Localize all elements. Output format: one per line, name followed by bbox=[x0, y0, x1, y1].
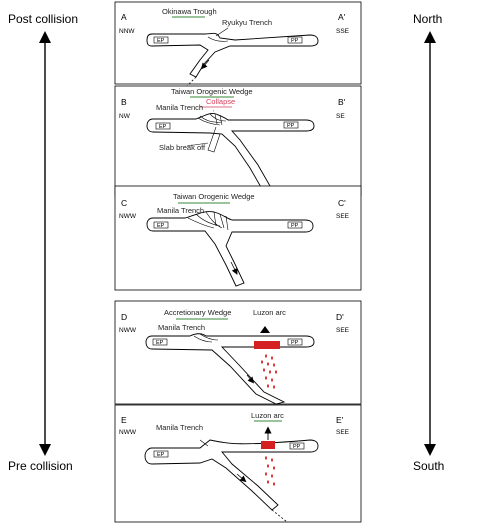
luzon-arc-label-e: Luzon arc bbox=[251, 411, 284, 420]
arrow-up-icon bbox=[39, 31, 51, 43]
manila-trench-label-b: Manila Trench bbox=[156, 103, 203, 112]
arrow-down-icon bbox=[424, 444, 436, 456]
manila-trench-label-c: Manila Trench bbox=[157, 206, 204, 215]
panel-d-ep-label: EP bbox=[156, 340, 164, 346]
panel-b-ep-label: EP bbox=[159, 124, 167, 130]
direction-axis-right: North South bbox=[413, 12, 444, 473]
taiwan-orogenic-wedge-label-b: Taiwan Orogenic Wedge bbox=[171, 87, 253, 96]
arrow-up-icon bbox=[424, 31, 436, 43]
panel-e: E NWW E' SEE Manila Trench Luzon arc EP … bbox=[114, 404, 362, 523]
panel-a-boundary bbox=[207, 36, 229, 42]
panel-e-frame bbox=[114, 404, 362, 523]
panel-c-right-label: C' bbox=[338, 198, 346, 208]
taiwan-orogenic-wedge-label-c: Taiwan Orogenic Wedge bbox=[173, 192, 255, 201]
luzon-arc-volcano-icon bbox=[260, 326, 270, 333]
panel-b-pp-label: PP bbox=[287, 123, 295, 129]
manila-trench-label-d: Manila Trench bbox=[158, 323, 205, 332]
time-axis-left: Post collision Pre collision bbox=[8, 12, 78, 473]
manila-trench-label-e: Manila Trench bbox=[156, 423, 203, 432]
panel-e-plates bbox=[144, 439, 319, 511]
magma-droplets-d bbox=[261, 354, 277, 389]
panel-b-pp-box bbox=[283, 121, 299, 129]
panel-b-frame bbox=[114, 85, 362, 197]
panel-d-wedge-deformation bbox=[193, 333, 219, 343]
panel-a: A NNW A' SSE Okinawa Trough Ryukyu Trenc… bbox=[114, 1, 362, 89]
panel-d-frame bbox=[114, 300, 362, 405]
pre-collision-label: Pre collision bbox=[8, 459, 73, 473]
panel-b-plates bbox=[146, 113, 315, 197]
panel-c-ep-box bbox=[153, 221, 169, 229]
north-label: North bbox=[413, 12, 442, 26]
panel-e-pp-label: PP bbox=[293, 444, 301, 450]
panel-e-pp-box bbox=[289, 442, 305, 450]
panel-a-ep-box bbox=[153, 36, 169, 44]
panel-b-wedge-deformation bbox=[197, 113, 227, 126]
panel-c-left-label: C bbox=[121, 198, 127, 208]
panel-e-right-label: E' bbox=[336, 415, 344, 425]
south-label: South bbox=[413, 459, 444, 473]
slab-break-off-label: Slab break off bbox=[159, 143, 206, 152]
panel-a-subduction-arrow bbox=[200, 59, 210, 70]
ryukyu-trench-label: Ryukyu Trench bbox=[222, 18, 272, 27]
post-collision-label: Post collision bbox=[8, 12, 78, 26]
panel-a-pp-label: PP bbox=[291, 38, 299, 44]
panel-a-right-label: A' bbox=[338, 12, 346, 22]
magma-chamber-d bbox=[254, 341, 280, 349]
panel-b-broken-slab bbox=[207, 126, 221, 153]
panel-d-ep-box bbox=[152, 338, 168, 346]
panel-d-plates bbox=[145, 333, 315, 405]
panel-d-left-label: D bbox=[121, 312, 127, 322]
panel-a-ep-label: EP bbox=[157, 38, 165, 44]
panel-a-pp-box bbox=[287, 36, 303, 44]
panel-a-left-label: A bbox=[121, 12, 127, 22]
luzon-arc-label-d: Luzon arc bbox=[253, 308, 286, 317]
panel-c: C NWW C' SEE Taiwan Orogenic Wedge Manil… bbox=[114, 185, 362, 291]
panel-c-frame bbox=[114, 185, 362, 291]
slab-break-pointer bbox=[186, 142, 209, 147]
panel-b: B NW B' SE Taiwan Orogenic Wedge Collaps… bbox=[114, 85, 362, 197]
panel-a-right-dir: SSE bbox=[336, 28, 350, 35]
panel-b-right-dir: SE bbox=[336, 113, 345, 120]
panel-d-pp-label: PP bbox=[291, 340, 299, 346]
panel-d-left-dir: NWW bbox=[119, 327, 137, 334]
panel-e-right-dir: SEE bbox=[336, 429, 350, 436]
panel-e-ep-box bbox=[153, 450, 169, 458]
magma-droplets-e bbox=[265, 456, 275, 486]
panel-d-subduction-arrow bbox=[246, 374, 255, 384]
panel-c-pp-box bbox=[287, 221, 303, 229]
panel-c-subduction-arrow bbox=[230, 261, 238, 275]
arrow-down-icon bbox=[39, 444, 51, 456]
panel-d-right-label: D' bbox=[336, 312, 344, 322]
panel-e-ep-label: EP bbox=[157, 452, 165, 458]
panel-c-right-dir: SEE bbox=[336, 213, 350, 220]
collapse-label: Collapse bbox=[206, 97, 235, 106]
panel-d-right-dir: SEE bbox=[336, 327, 350, 334]
panel-e-slab-dashed bbox=[271, 509, 288, 523]
panel-a-plates bbox=[146, 32, 319, 78]
panel-a-frame bbox=[114, 1, 362, 85]
panel-e-subduction-arrow bbox=[236, 473, 247, 483]
collapse-dashed bbox=[212, 109, 215, 113]
panel-e-left-label: E bbox=[121, 415, 127, 425]
panel-c-pp-label: PP bbox=[291, 223, 299, 229]
panel-d-pp-box bbox=[287, 338, 303, 346]
panel-b-ep-box bbox=[155, 122, 171, 130]
panel-e-left-dir: NWW bbox=[119, 429, 137, 436]
accretionary-wedge-label: Accretionary Wedge bbox=[164, 308, 231, 317]
panel-c-left-dir: NWW bbox=[119, 213, 137, 220]
panel-d: D NWW D' SEE Accretionary Wedge Luzon ar… bbox=[114, 300, 362, 405]
panel-b-right-label: B' bbox=[338, 97, 346, 107]
okinawa-trough-label: Okinawa Trough bbox=[162, 7, 217, 16]
panel-b-left-label: B bbox=[121, 97, 127, 107]
panel-a-left-dir: NNW bbox=[119, 28, 135, 35]
panel-c-ep-label: EP bbox=[157, 223, 165, 229]
magma-chamber-e bbox=[261, 441, 275, 449]
panel-e-trench-mark bbox=[199, 439, 209, 447]
panel-b-left-dir: NW bbox=[119, 113, 131, 120]
panel-c-wedge-deformation bbox=[187, 211, 229, 231]
